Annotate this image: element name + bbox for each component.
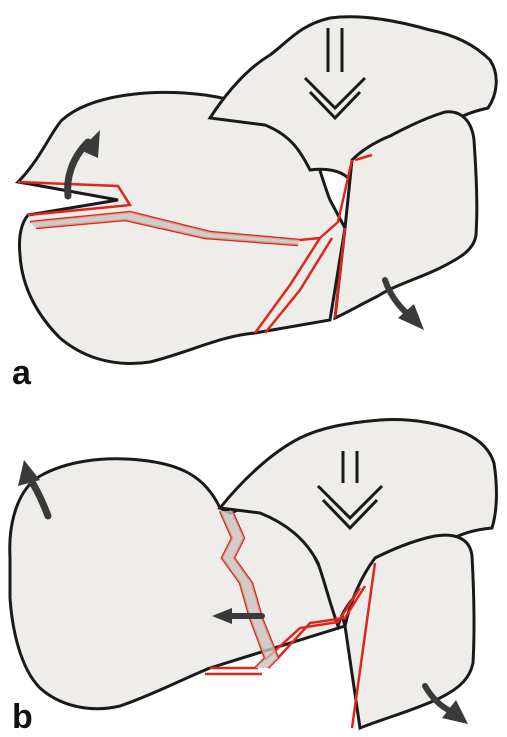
panel-label-b: b — [12, 700, 33, 734]
panel-a: a — [0, 0, 507, 368]
panel-b: b — [0, 368, 507, 737]
panel-b-drawing — [0, 368, 507, 737]
panel-a-drawing — [0, 0, 507, 368]
straight-arrow-icon — [385, 280, 424, 330]
